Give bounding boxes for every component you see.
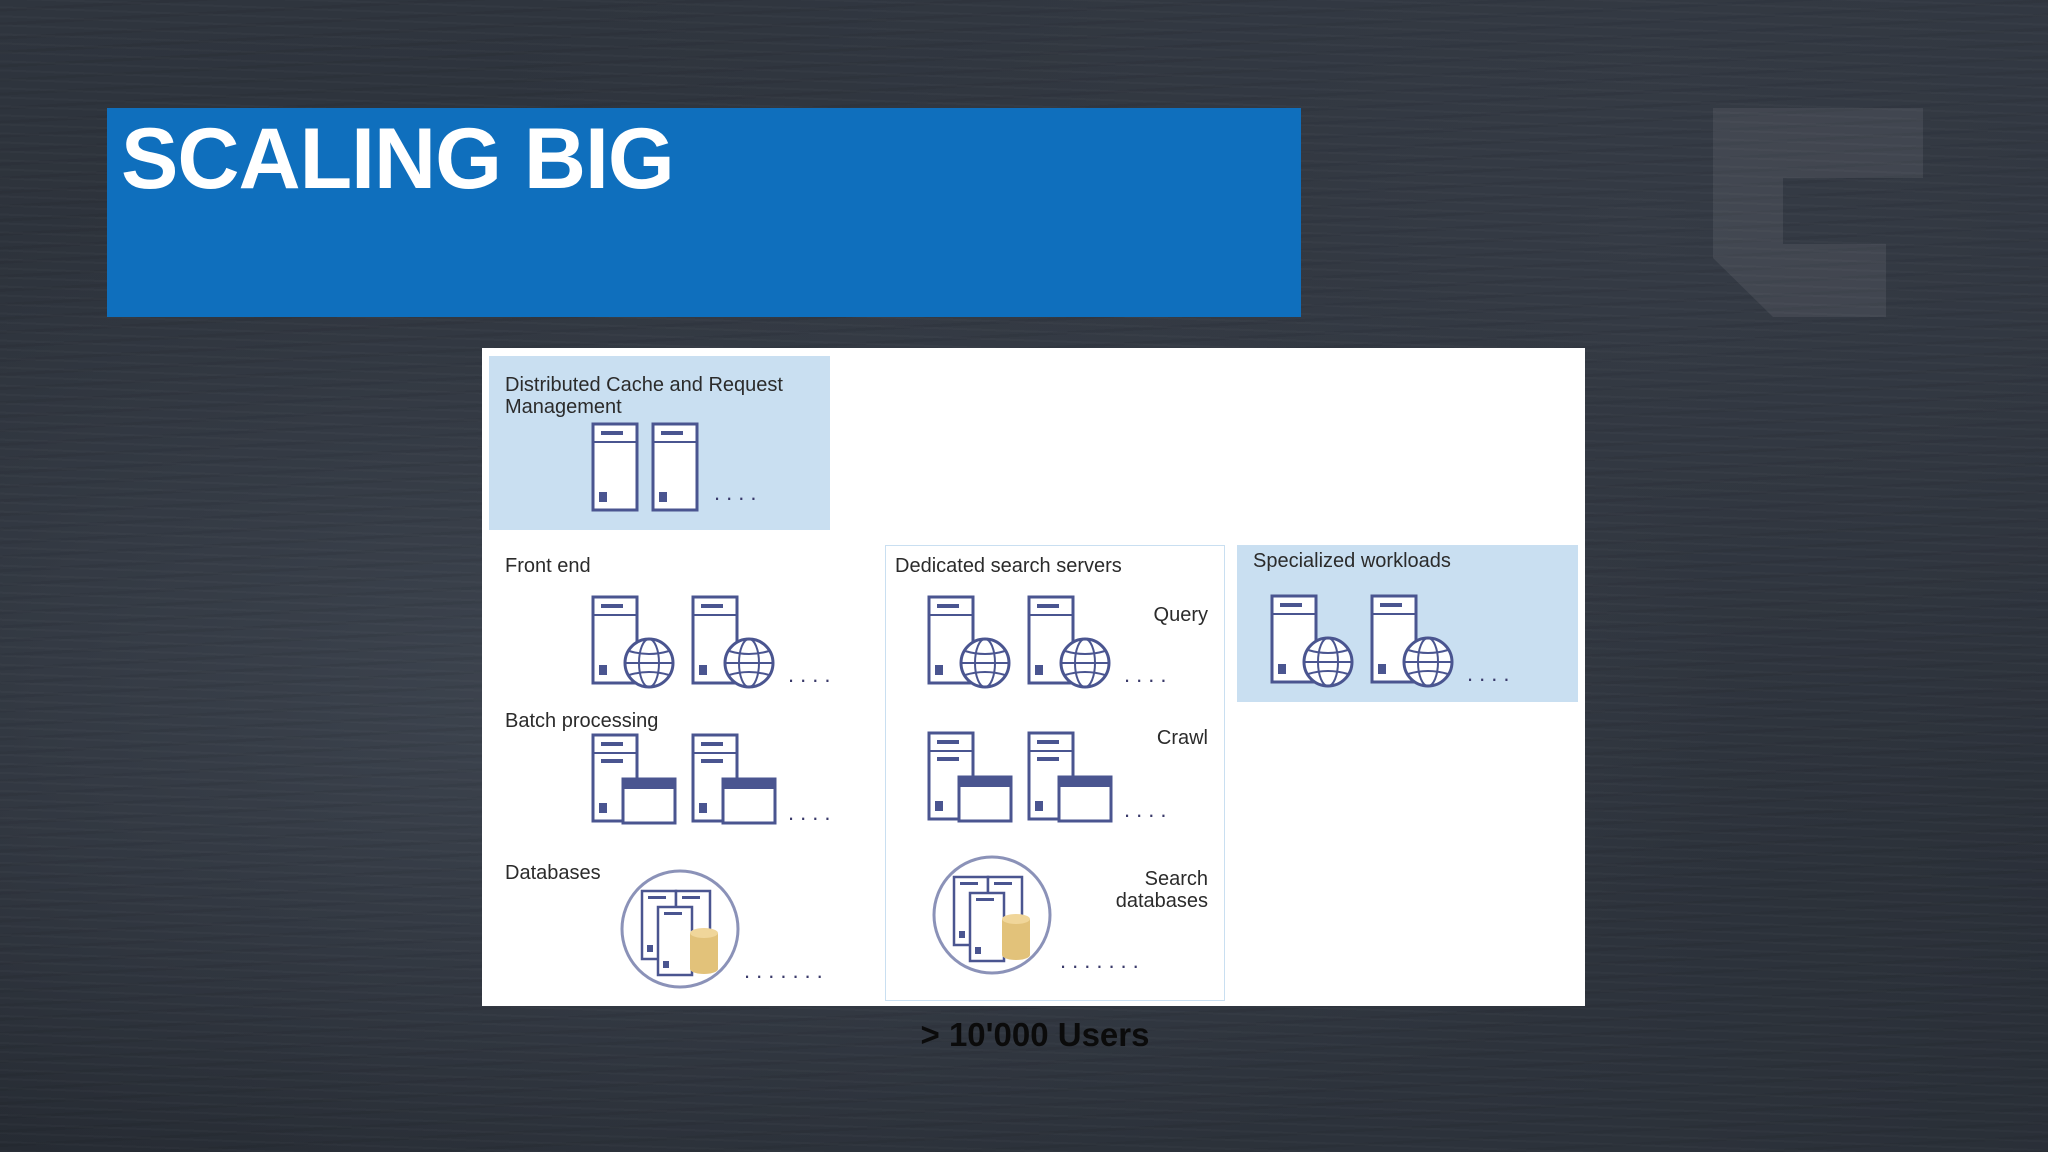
web-server-icon <box>1027 595 1111 689</box>
web-server-icon <box>591 595 675 689</box>
specialized-workloads-tier: Specialized workloads .... <box>1237 545 1578 702</box>
server-icon <box>591 422 639 512</box>
crawl-label: Crawl <box>1156 727 1208 749</box>
app-server-icon <box>591 733 677 825</box>
app-server-icon <box>691 733 777 825</box>
more-servers-dots: .... <box>788 800 837 825</box>
cache-tier: Distributed Cache and Request Management… <box>489 356 830 530</box>
front-end-label: Front end <box>505 555 591 577</box>
app-server-icon <box>1027 731 1113 823</box>
user-count-caption: > 10'000 Users <box>920 1016 1150 1053</box>
cache-tier-label: Distributed Cache and Request Management <box>505 374 783 418</box>
more-servers-dots: .... <box>788 662 837 687</box>
slide-title: SCALING BIG <box>121 111 675 207</box>
more-servers-dots: .... <box>714 480 763 505</box>
database-icon <box>932 855 1052 975</box>
specialized-workloads-label: Specialized workloads <box>1253 550 1451 572</box>
database-icon <box>620 869 740 989</box>
title-banner: SCALING BIG <box>107 108 1301 317</box>
server-icon <box>651 422 699 512</box>
more-servers-dots: .... <box>1124 797 1173 822</box>
batch-processing-label: Batch processing <box>505 710 659 732</box>
more-servers-dots: .... <box>1467 661 1516 686</box>
farm-topology-diagram: Distributed Cache and Request Management… <box>482 348 1585 1006</box>
more-databases-dots: ....... <box>1060 948 1145 973</box>
web-server-icon <box>691 595 775 689</box>
search-databases-label: Search databases <box>1115 868 1208 912</box>
web-server-icon <box>1270 594 1354 688</box>
query-label: Query <box>1153 604 1208 626</box>
search-tier: Dedicated search servers Query .... Craw… <box>885 545 1225 1001</box>
web-server-icon <box>1370 594 1454 688</box>
brand-logo-icon <box>1713 108 1923 317</box>
web-server-icon <box>927 595 1011 689</box>
search-tier-label: Dedicated search servers <box>895 555 1122 577</box>
databases-label: Databases <box>505 862 601 884</box>
more-servers-dots: .... <box>1124 662 1173 687</box>
app-server-icon <box>927 731 1013 823</box>
more-databases-dots: ....... <box>744 958 829 983</box>
